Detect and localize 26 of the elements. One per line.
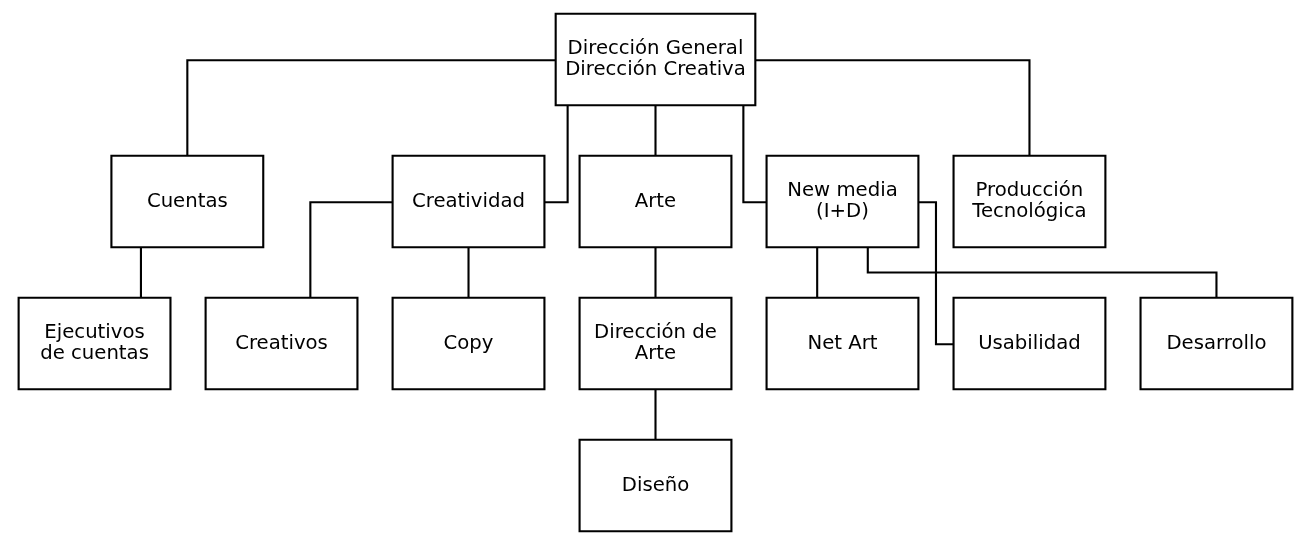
connector — [755, 59, 1031, 156]
connector — [815, 247, 818, 298]
connector — [866, 247, 1217, 298]
node-box: Dirección de Arte — [578, 296, 732, 391]
connector — [653, 247, 657, 298]
connector — [544, 105, 569, 204]
node-box: Producción Tecnológica — [952, 154, 1106, 249]
connector — [741, 105, 766, 204]
node-box: Usabilidad — [952, 296, 1106, 391]
node-box: Ejecutivos de cuentas — [17, 296, 171, 391]
connector — [653, 389, 657, 440]
connector — [653, 105, 657, 156]
connector — [139, 247, 142, 298]
node-box: Arte — [578, 154, 732, 249]
node-box: Creatividad — [391, 154, 545, 249]
node-box: Cuentas — [109, 154, 264, 249]
connector — [185, 59, 556, 156]
node-box: Diseño — [578, 438, 732, 533]
node-box: Net Art — [765, 296, 919, 391]
node-box: Dirección General Dirección Creativa — [554, 12, 756, 107]
connector — [308, 201, 392, 298]
node-box: Copy — [391, 296, 545, 391]
connector — [466, 247, 470, 298]
node-box: Creativos — [204, 296, 358, 391]
node-box: New media (I+D) — [765, 154, 919, 249]
node-box: Desarrollo — [1139, 296, 1293, 391]
